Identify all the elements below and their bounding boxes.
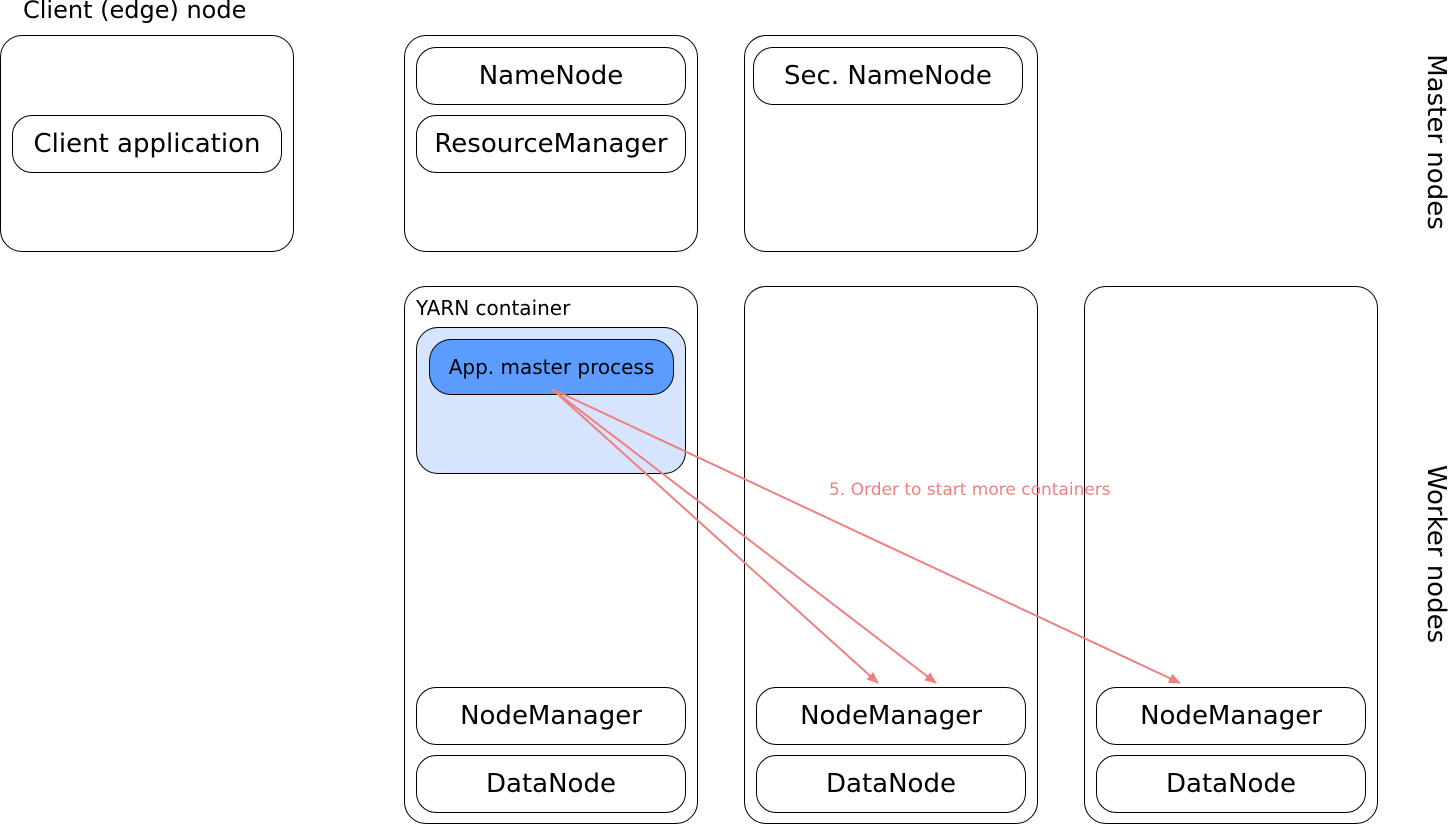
arrow-to-nodemanager-3 bbox=[551, 388, 1181, 684]
yarn-container-label: YARN container bbox=[416, 296, 571, 320]
sec-namenode: Sec. NameNode bbox=[753, 47, 1023, 105]
nodemanager-3: NodeManager bbox=[1096, 687, 1366, 745]
resourcemanager: ResourceManager bbox=[416, 115, 686, 173]
datanode-2: DataNode bbox=[756, 755, 1026, 813]
app-master-process: App. master process bbox=[429, 339, 674, 395]
client-application: Client application bbox=[12, 115, 282, 173]
arrow-to-nodemanager-2b bbox=[551, 388, 937, 684]
datanode-3: DataNode bbox=[1096, 755, 1366, 813]
namenode: NameNode bbox=[416, 47, 686, 105]
datanode-1: DataNode bbox=[416, 755, 686, 813]
client-node-title: Client (edge) node bbox=[23, 0, 247, 24]
arrow-to-nodemanager-2a bbox=[551, 388, 879, 684]
nodemanager-2: NodeManager bbox=[756, 687, 1026, 745]
nodemanager-1: NodeManager bbox=[416, 687, 686, 745]
arrow-label: 5. Order to start more containers bbox=[829, 480, 1111, 500]
